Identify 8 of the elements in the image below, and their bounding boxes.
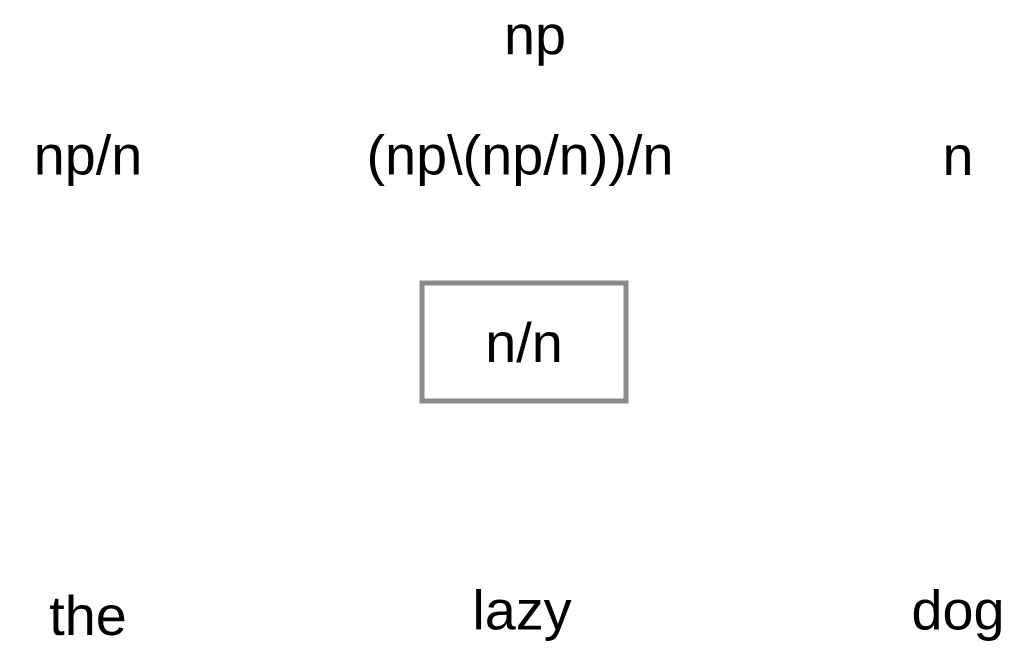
- word-label: lazy: [476, 588, 572, 641]
- word-label: dog: [913, 588, 1001, 641]
- word-label: the: [50, 594, 125, 636]
- category-label: n: [946, 144, 970, 175]
- category-label: np/n: [37, 134, 139, 186]
- category-box: n/n: [419, 280, 629, 404]
- category-label: (np\(np/n))/n: [369, 134, 670, 186]
- category-label: np: [507, 24, 564, 66]
